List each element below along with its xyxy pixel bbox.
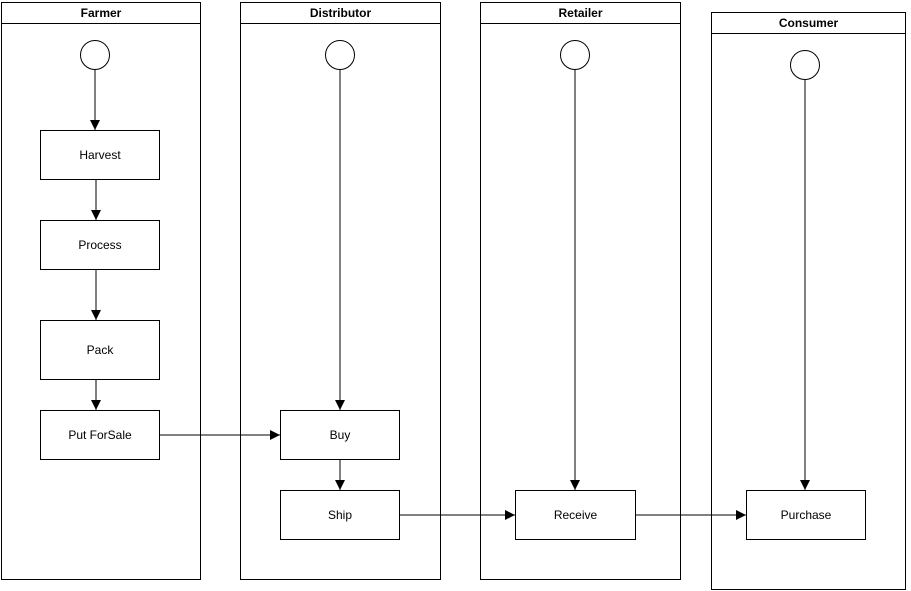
lane-header-farmer: Farmer [2, 3, 200, 24]
lane-farmer[interactable]: Farmer [1, 2, 201, 580]
start-node-distributor[interactable] [325, 40, 355, 70]
lane-retailer[interactable]: Retailer [480, 2, 681, 580]
lane-header-retailer: Retailer [481, 3, 680, 24]
node-purchase[interactable]: Purchase [746, 490, 866, 540]
node-harvest[interactable]: Harvest [40, 130, 160, 180]
node-receive[interactable]: Receive [515, 490, 636, 540]
node-process[interactable]: Process [40, 220, 160, 270]
node-ship[interactable]: Ship [280, 490, 400, 540]
start-node-retailer[interactable] [560, 40, 590, 70]
start-node-farmer[interactable] [80, 40, 110, 70]
node-pack[interactable]: Pack [40, 320, 160, 380]
node-buy[interactable]: Buy [280, 410, 400, 460]
lane-header-distributor: Distributor [241, 3, 440, 24]
start-node-consumer[interactable] [790, 50, 820, 80]
node-put-forsale[interactable]: Put ForSale [40, 410, 160, 460]
lane-header-consumer: Consumer [712, 13, 905, 34]
